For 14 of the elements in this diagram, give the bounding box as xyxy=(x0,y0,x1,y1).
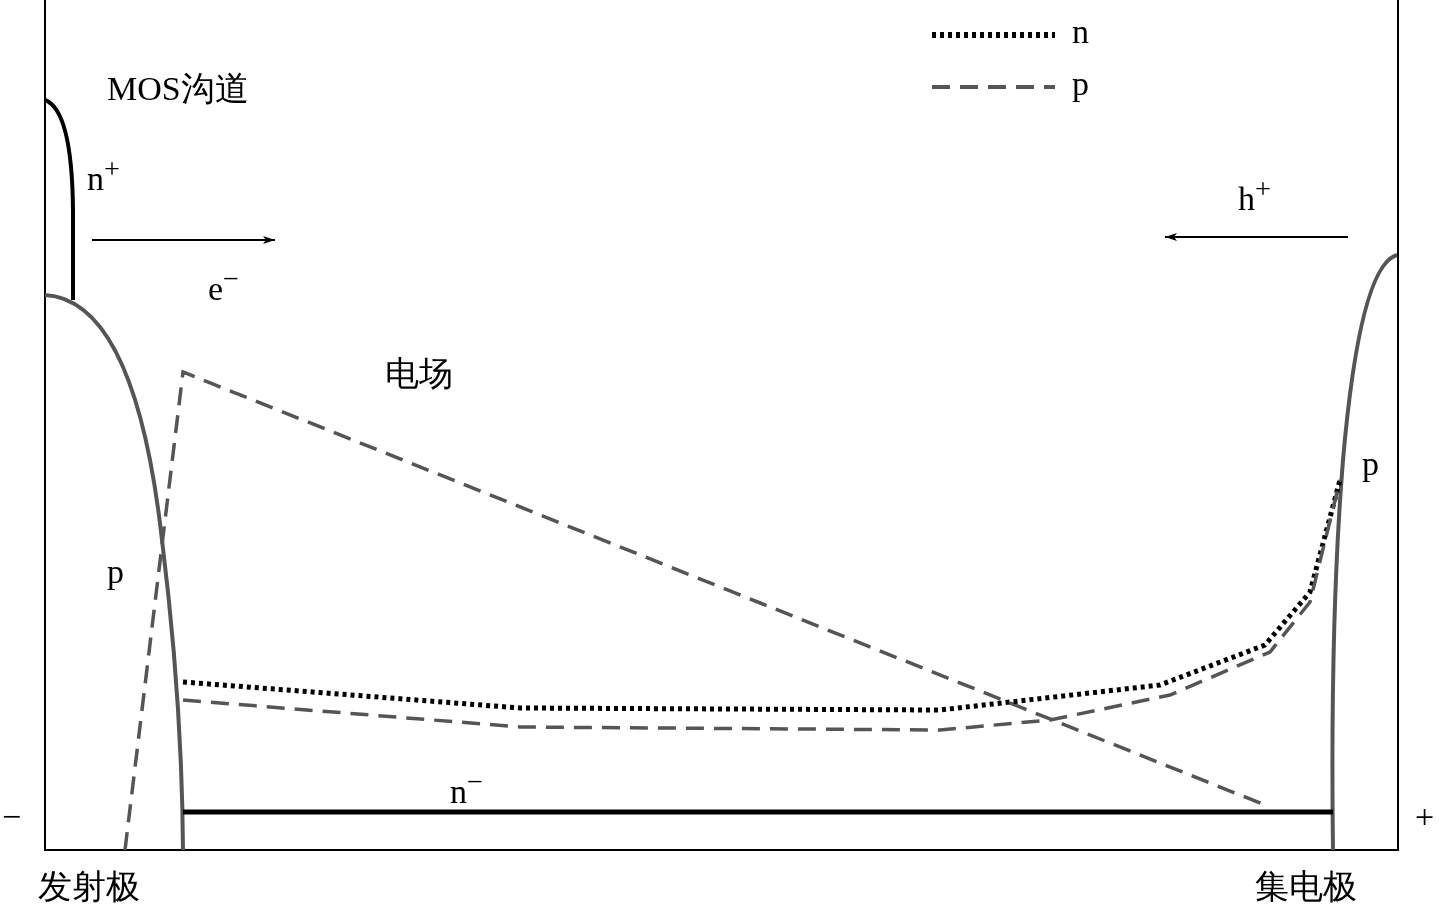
carrier-label: e$^{−}$ xyxy=(208,265,240,307)
region-label: n$^{−}$ xyxy=(450,768,483,810)
carrier-label: h$^{+}$ xyxy=(1238,175,1271,217)
terminal-label: 发射极 xyxy=(38,870,140,904)
field-label: 电场 xyxy=(385,357,453,391)
polarity-sign: − xyxy=(2,800,22,834)
legend-label: p xyxy=(1072,67,1089,101)
region-label: p xyxy=(1362,447,1379,481)
terminal-label: 集电极 xyxy=(1255,870,1357,904)
region-label: n$^{+}$ xyxy=(87,155,120,197)
region-label: p xyxy=(107,555,124,589)
legend-label: n xyxy=(1072,15,1089,49)
polarity-sign: + xyxy=(1415,800,1435,834)
channel-label: MOS沟道 xyxy=(107,72,249,106)
